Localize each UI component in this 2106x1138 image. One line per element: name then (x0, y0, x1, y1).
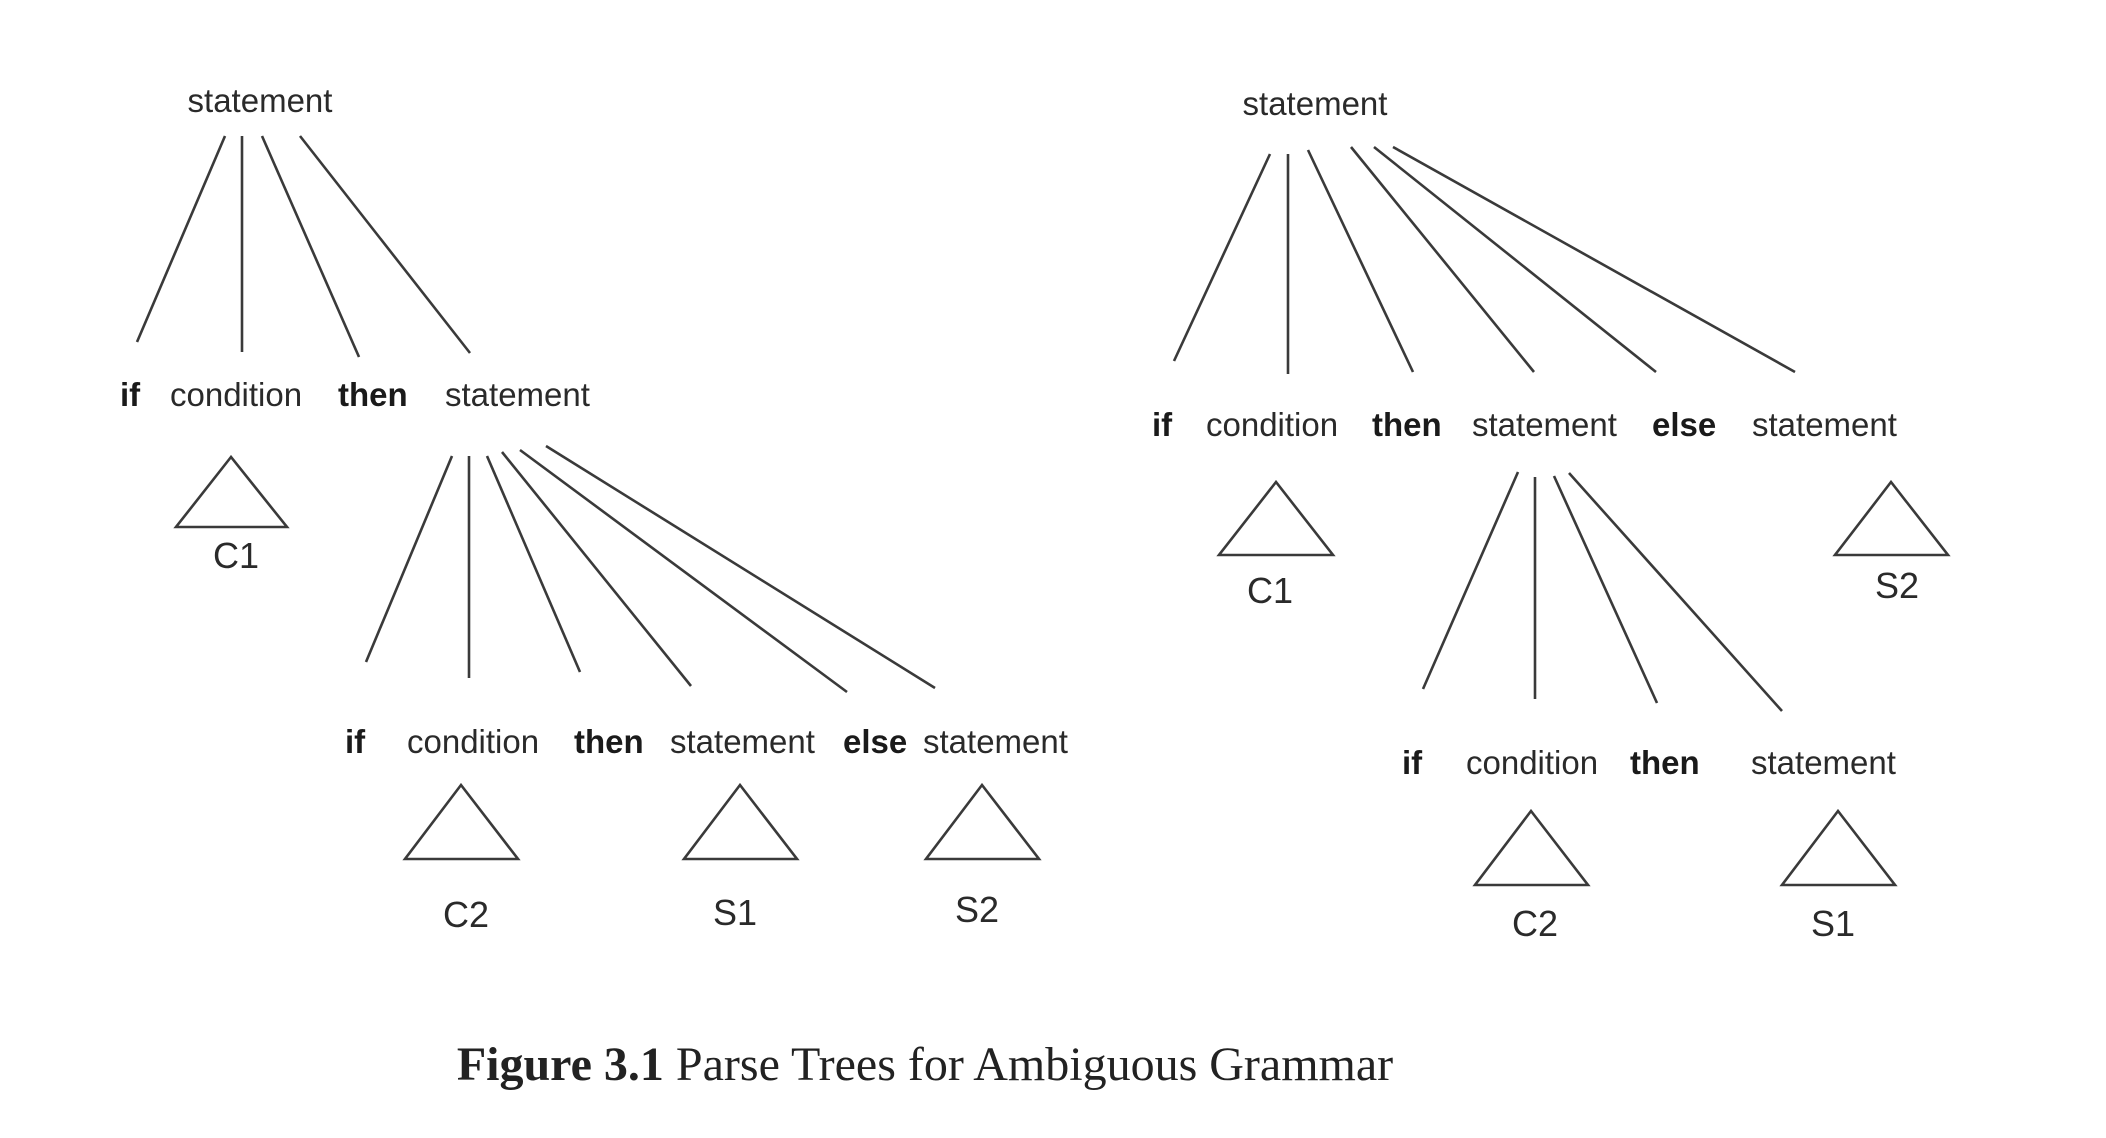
right-c1-subtree-triangle (1216, 479, 1336, 557)
right-l1-edge-then (1552, 475, 1659, 704)
right-l1-edge-if (1421, 471, 1520, 690)
left-l2-else: else (843, 723, 907, 760)
left-c1-label: C1 (213, 535, 259, 576)
left-root-edge-then (260, 135, 361, 358)
right-l1-edge-statement (1568, 472, 1783, 712)
right-root-edge-if (1172, 153, 1272, 362)
left-s2-subtree-triangle (923, 782, 1042, 861)
left-root-statement: statement (188, 82, 333, 119)
right-root-edge-else (1373, 145, 1657, 374)
right-l2-condition: condition (1466, 744, 1598, 781)
left-l1-then: then (338, 376, 408, 413)
figure-number: Figure 3.1 (456, 1038, 664, 1091)
left-l1-edge-if (364, 455, 454, 663)
right-c2-subtree-triangle (1472, 808, 1591, 887)
left-root-edge-if (135, 135, 227, 343)
left-l1-statement: statement (445, 376, 590, 413)
left-l2-statement: statement (670, 723, 815, 760)
left-c1-subtree-triangle (173, 454, 290, 529)
right-c1-label: C1 (1247, 570, 1293, 611)
left-l2-condition: condition (407, 723, 539, 760)
right-s2-label: S2 (1875, 565, 1919, 606)
left-l2-if: if (345, 723, 366, 760)
left-l1-edge-statement2 (545, 444, 936, 690)
left-parse-tree: statement if condition then statement C1… (120, 82, 1068, 935)
left-c2-label: C2 (443, 894, 489, 935)
left-l1-edge-statement (500, 451, 693, 687)
left-l1-condition: condition (170, 376, 302, 413)
left-l1-edge-then (485, 455, 582, 673)
right-l1-statement: statement (1472, 406, 1617, 443)
right-l1-else: else (1652, 406, 1716, 443)
right-root-edge-then (1306, 149, 1415, 373)
figure-title: Parse Trees for Ambiguous Grammar (675, 1038, 1394, 1091)
left-s2-label: S2 (955, 889, 999, 930)
right-c2-label: C2 (1512, 903, 1558, 944)
right-s1-subtree-triangle (1779, 808, 1898, 887)
left-l1-edge-else (519, 448, 848, 694)
right-l1-if: if (1152, 406, 1173, 443)
right-root-edge-statement (1349, 146, 1536, 373)
right-parse-tree: statement if condition then statement el… (1152, 85, 1951, 944)
right-l1-statement2: statement (1752, 406, 1897, 443)
right-s1-label: S1 (1811, 903, 1855, 944)
right-root-edge-statement2 (1392, 145, 1796, 374)
right-l2-then: then (1630, 744, 1700, 781)
right-l1-condition: condition (1206, 406, 1338, 443)
left-s1-subtree-triangle (681, 782, 800, 861)
left-l1-if: if (120, 376, 141, 413)
right-l2-statement: statement (1751, 744, 1896, 781)
right-l2-if: if (1402, 744, 1423, 781)
figure-caption: Figure 3.1 Parse Trees for Ambiguous Gra… (0, 1037, 1850, 1092)
right-root-statement: statement (1243, 85, 1388, 122)
right-l1-then: then (1372, 406, 1442, 443)
left-root-edge-statement (298, 135, 472, 354)
left-c2-subtree-triangle (402, 782, 521, 861)
left-l2-statement2: statement (923, 723, 1068, 760)
left-l2-then: then (574, 723, 644, 760)
right-s2-subtree-triangle (1832, 479, 1951, 557)
left-s1-label: S1 (713, 892, 757, 933)
